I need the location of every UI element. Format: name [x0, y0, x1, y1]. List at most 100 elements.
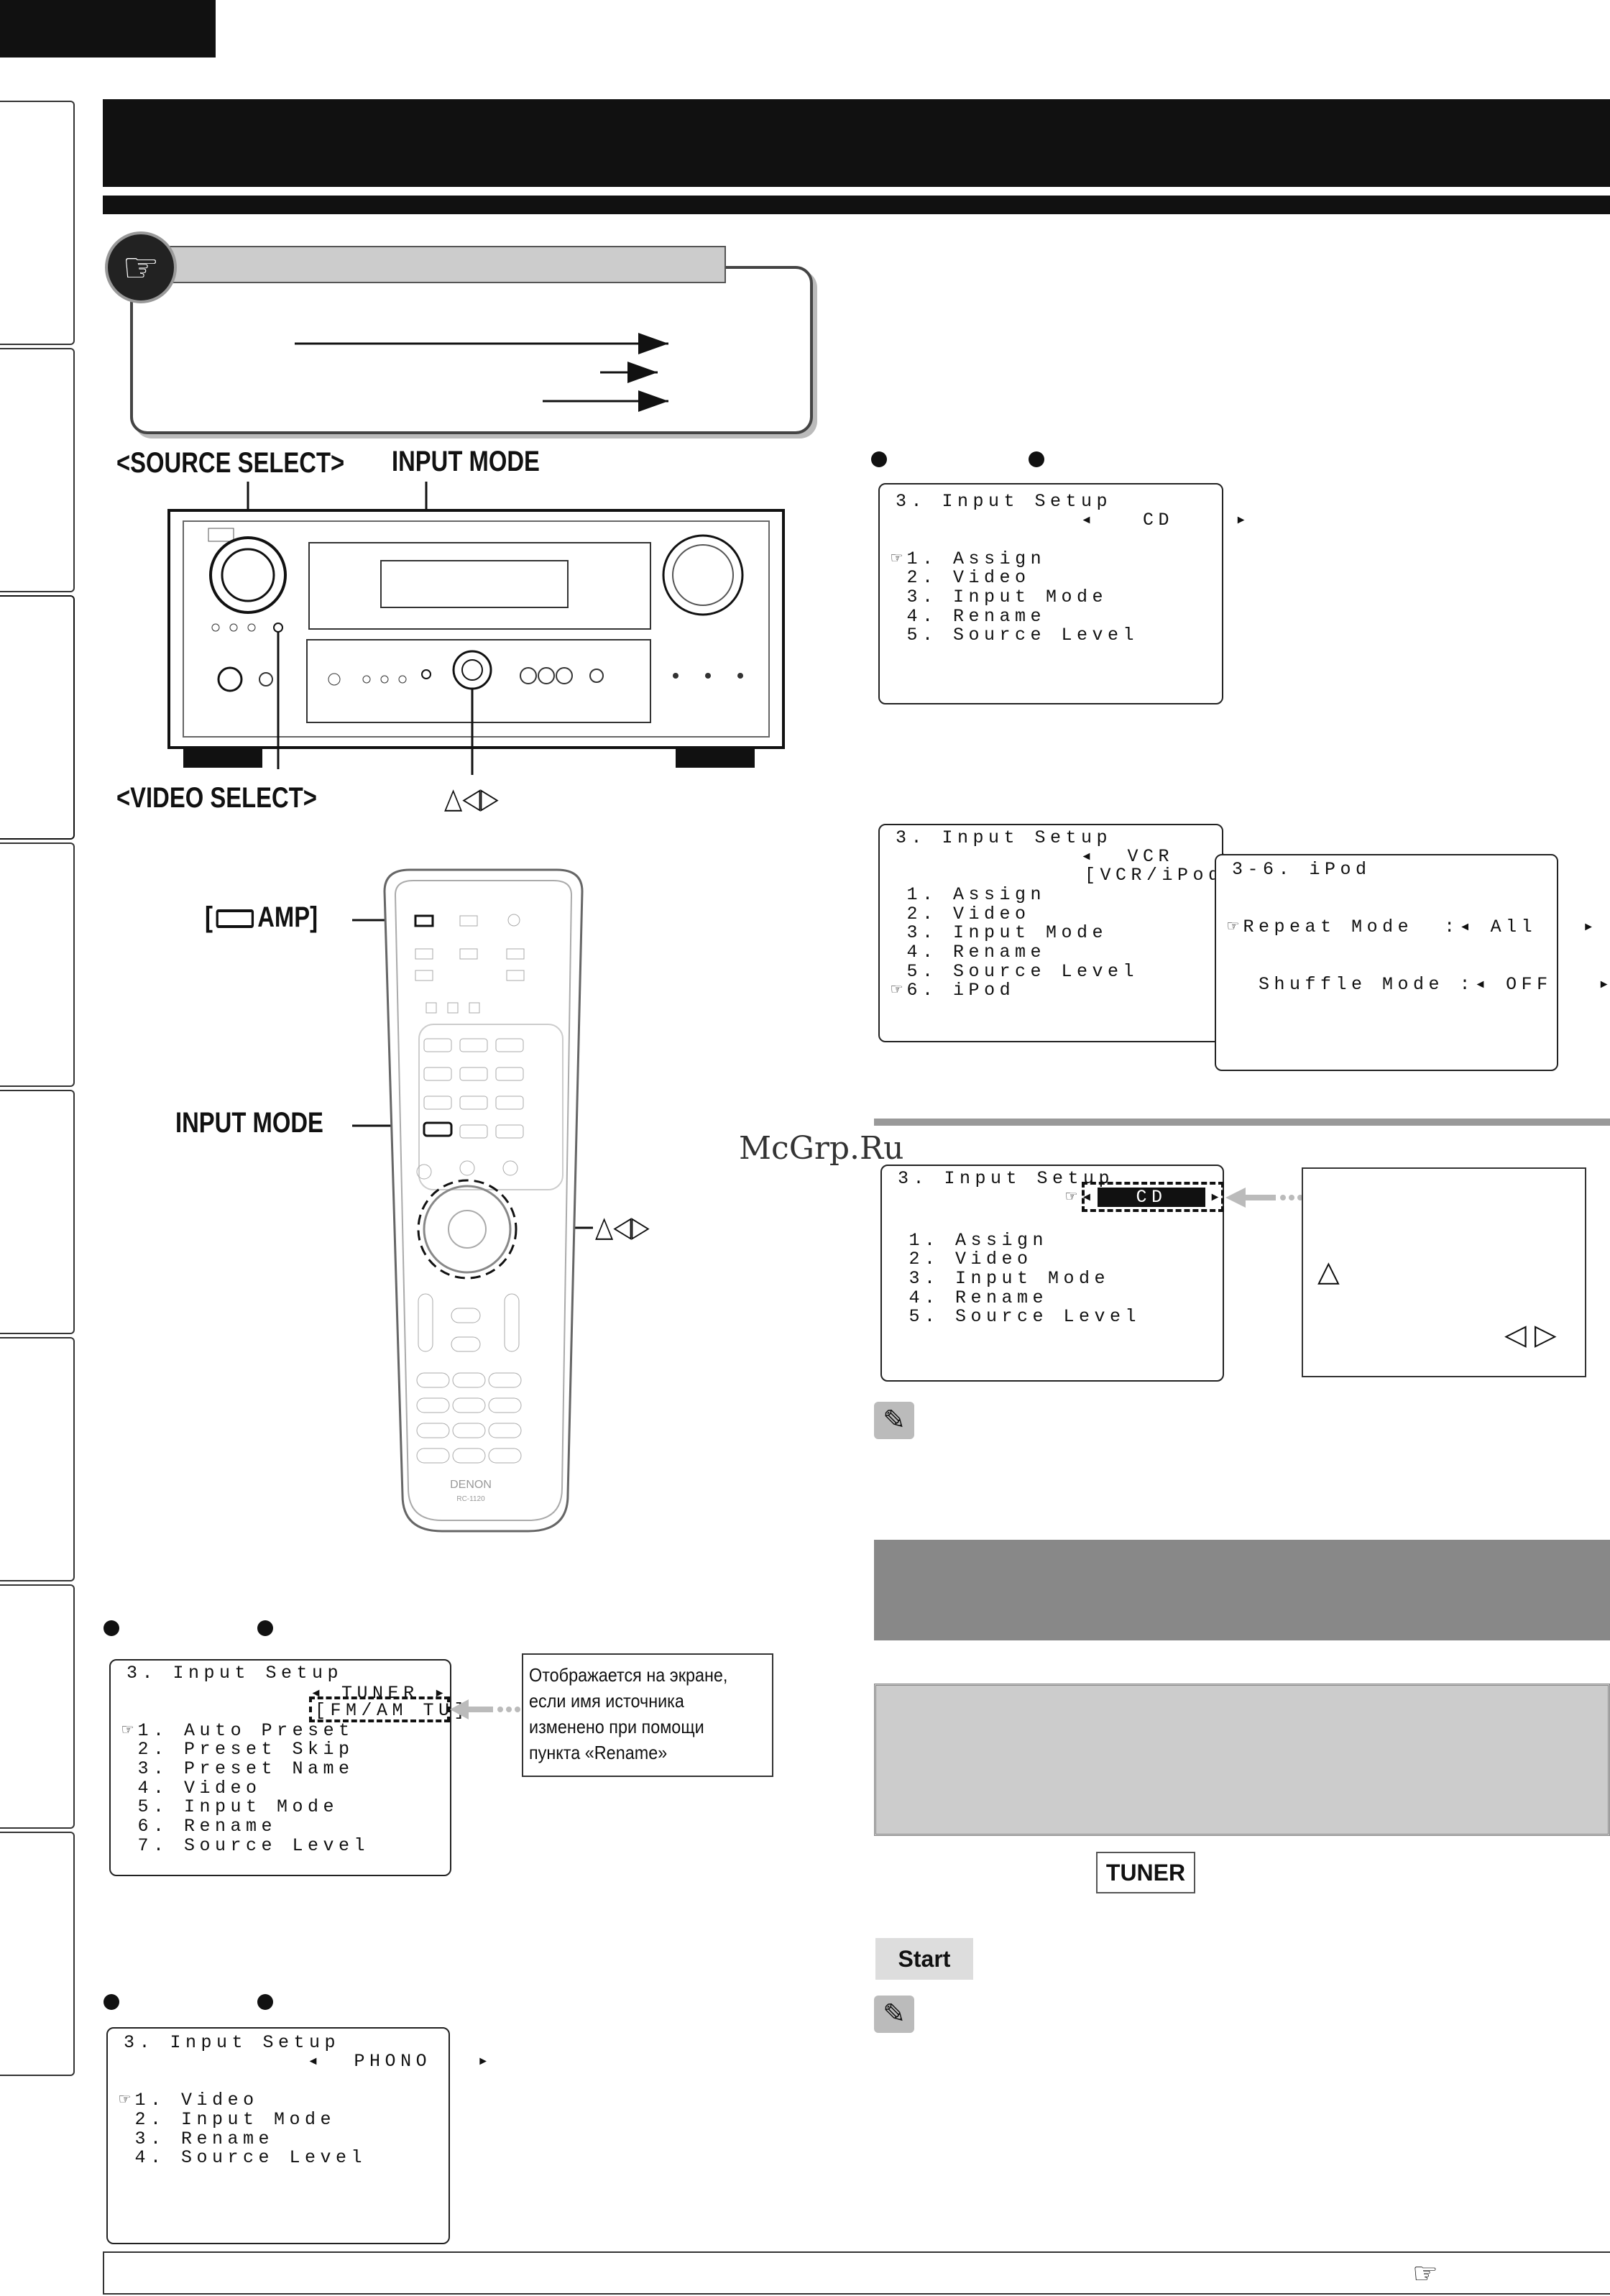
- osd-item: ☞6. iPod: [891, 980, 1016, 1001]
- title-underline-bar: [103, 196, 1610, 214]
- top-left-tab: [0, 0, 216, 58]
- side-tab-6[interactable]: [0, 1337, 75, 1581]
- osd-screen-phono: 3. Input Setup ◂ PHONO ▸ ☞1. Video 2. In…: [106, 2027, 489, 2244]
- osd-title: 3. Input Setup: [126, 1663, 344, 1684]
- osd-item: 3. Preset Name: [122, 1758, 354, 1779]
- osd-source-highlight: CD: [1098, 1188, 1205, 1207]
- osd-item: 4. Rename: [893, 1287, 1049, 1308]
- hint-hand-icon: ☞: [105, 231, 177, 303]
- amp-bracket-close: AMP]: [257, 901, 318, 933]
- osd-source-name: [VCR/iPod]: [1085, 865, 1240, 886]
- bullet-dot: [104, 1620, 119, 1636]
- remote-control: DENON RC-1120: [352, 868, 593, 1533]
- side-tab-4[interactable]: [0, 842, 75, 1087]
- callout-box-cd: △ ◁ ▷: [1302, 1167, 1586, 1377]
- amp-button-label: [ AMP]: [205, 901, 318, 934]
- osd-item: 5. Source Level: [891, 625, 1139, 646]
- osd-item: ☞1. Auto Preset: [122, 1720, 354, 1741]
- osd-source: ◂ PHONO ▸: [308, 2051, 494, 2072]
- osd-item: 2. Video: [891, 904, 1031, 924]
- osd-screen-cd-selected: 3. Input Setup ☞◂ CD ▸ 1. Assign 2. Vide…: [880, 1165, 1224, 1382]
- osd-title: 3. Input Setup: [898, 1168, 1115, 1189]
- remote-brand: DENON: [450, 1479, 492, 1491]
- osd-screen-tuner: 3. Input Setup ◂ TUNER ▸ [FM/AM TU] ☞1. …: [109, 1659, 465, 1876]
- input-mode-label-top: INPUT MODE: [392, 446, 540, 477]
- osd-item: 2. Video: [893, 1249, 1033, 1269]
- hint-title-bar: [151, 246, 726, 283]
- osd-item: 4. Rename: [891, 606, 1046, 627]
- osd-screen-ipod: 3-6. iPod ☞Repeat Mode :◂ All ▸ Shuffle …: [1215, 854, 1609, 1071]
- osd-source-suffix: ▸: [1210, 1187, 1225, 1208]
- osd-source: ◂ CD ▸: [1081, 510, 1251, 531]
- amp-bracket-open: [: [205, 901, 213, 933]
- highlight-dashed-frame: [1082, 1182, 1224, 1212]
- osd-item: 3. Rename: [119, 2129, 275, 2149]
- tuner-name-dashed-frame: [309, 1696, 450, 1722]
- osd-row: Shuffle Mode :◂ OFF ▸: [1228, 974, 1610, 995]
- info-panel: [874, 1684, 1610, 1836]
- callout-line: если имя источника: [529, 1690, 684, 1712]
- osd-item: ☞1. Assign: [891, 548, 1046, 569]
- osd-screen-vcr: 3. Input Setup ◂ VCR ▸ [VCR/iPod] 1. Ass…: [878, 824, 1235, 1042]
- callout-line: Отображается на экране,: [529, 1664, 728, 1686]
- osd-item: ☞1. Video: [119, 2090, 259, 2111]
- pencil-icon: ✎: [874, 1402, 914, 1439]
- receiver-front-panel: [167, 482, 785, 775]
- osd-title: 3. Input Setup: [124, 2032, 341, 2053]
- side-tab-8[interactable]: [0, 1832, 75, 2076]
- osd-title: 3-6. iPod: [1232, 859, 1371, 880]
- triangle-up-symbol: △: [1317, 1256, 1340, 1287]
- osd-item: 7. Source Level: [122, 1835, 370, 1856]
- osd-item: 4. Rename: [891, 942, 1046, 963]
- osd-item: 3. Input Mode: [893, 1268, 1110, 1289]
- osd-item: 3. Input Mode: [891, 922, 1108, 943]
- osd-item: 3. Input Mode: [891, 587, 1108, 607]
- watermark: McGrp.Ru: [739, 1130, 904, 1167]
- osd-item: 5. Source Level: [891, 961, 1139, 982]
- osd-item: 5. Input Mode: [122, 1796, 339, 1817]
- osd-row: ☞Repeat Mode :◂ All ▸: [1228, 917, 1599, 937]
- osd-item: 2. Video: [891, 567, 1031, 588]
- bullet-dot: [257, 1620, 273, 1636]
- osd-item: 1. Assign: [893, 1230, 1049, 1251]
- osd-screen-cd: 3. Input Setup ◂ CD ▸ ☞1. Assign 2. Vide…: [878, 483, 1246, 704]
- bullet-dot: [871, 451, 887, 467]
- osd-item: 2. Input Mode: [119, 2109, 336, 2130]
- bullet-dot: [1029, 451, 1044, 467]
- osd-item: 4. Source Level: [119, 2147, 367, 2168]
- osd-title: 3. Input Setup: [896, 827, 1113, 848]
- osd-item: 2. Preset Skip: [122, 1739, 354, 1760]
- osd-item: 6. Rename: [122, 1816, 277, 1837]
- input-mode-label-remote: INPUT MODE: [175, 1107, 323, 1139]
- amp-icon: [216, 909, 254, 929]
- bullet-dot: [257, 1994, 273, 2010]
- section-heading-bar: [874, 1540, 1610, 1640]
- osd-source-prefix: ☞◂: [1066, 1187, 1098, 1208]
- side-tab-3-active[interactable]: [0, 595, 75, 840]
- osd-item: 5. Source Level: [893, 1306, 1141, 1327]
- osd-title: 3. Input Setup: [896, 491, 1113, 512]
- callout-line: пункта «Rename»: [529, 1742, 668, 1763]
- callout-line: изменено при помощи: [529, 1716, 704, 1737]
- title-bar: [103, 99, 1610, 187]
- video-select-label: <VIDEO SELECT>: [116, 782, 317, 814]
- side-tab-5[interactable]: [0, 1090, 75, 1334]
- tuner-button[interactable]: TUNER: [1096, 1852, 1195, 1893]
- callout-pointer-arrow: [1225, 1188, 1303, 1208]
- remote-model: RC-1120: [456, 1495, 485, 1503]
- callout-pointer-arrow: [450, 1699, 520, 1719]
- callout-box-tuner: Отображается на экране, если имя источни…: [522, 1653, 773, 1777]
- osd-item: 1. Assign: [891, 884, 1046, 905]
- start-button[interactable]: Start: [875, 1938, 973, 1980]
- pencil-icon: ✎: [874, 1996, 914, 2033]
- cursor-keys-label-top: △◁▷: [444, 783, 499, 814]
- section-rule: [874, 1119, 1610, 1126]
- triangle-left-right-symbol: ◁ ▷: [1504, 1319, 1557, 1351]
- source-select-label: <SOURCE SELECT>: [116, 447, 345, 479]
- side-tab-2[interactable]: [0, 348, 75, 592]
- hint-arrows: [295, 333, 668, 412]
- cursor-keys-label-remote: △◁▷: [595, 1211, 650, 1243]
- side-tab-1[interactable]: [0, 101, 75, 345]
- osd-source: ◂ VCR ▸: [1081, 846, 1236, 867]
- side-tab-7[interactable]: [0, 1584, 75, 1829]
